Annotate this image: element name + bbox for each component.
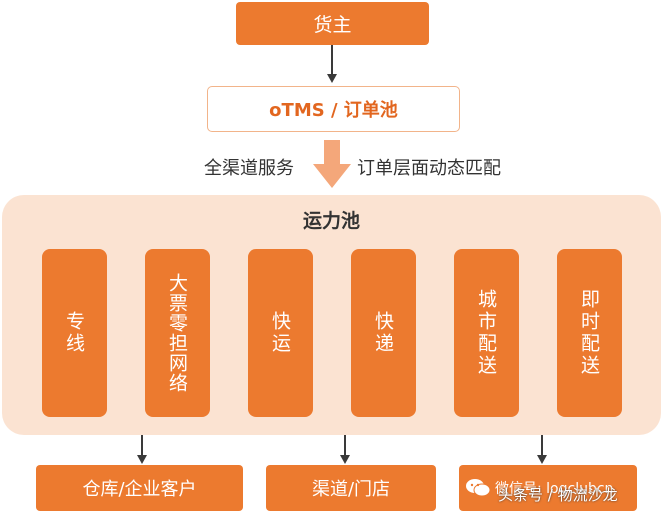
carrier-card: 城市配送	[454, 249, 519, 417]
arrow-head	[327, 74, 337, 83]
carrier-label: 城市配送	[475, 289, 497, 377]
carrier-card: 专线	[42, 249, 107, 417]
connector-line	[541, 435, 543, 456]
destination-box: 仓库/企业客户	[36, 465, 243, 511]
carrier-label: 大票零担网络	[166, 273, 188, 393]
watermark-text: 头条号 / 物流沙龙	[498, 486, 618, 504]
carrier-card: 快运	[248, 249, 313, 417]
carrier-card: 快递	[351, 249, 416, 417]
carrier-label: 即时配送	[578, 289, 600, 377]
wechat-icon	[466, 479, 491, 497]
otms-label: oTMS / 订单池	[269, 100, 398, 121]
shipper-box: 货主	[236, 2, 429, 45]
pool-title: 运力池	[302, 210, 360, 232]
destination-box: 渠道/门店	[266, 465, 436, 511]
destination-label: 渠道/门店	[311, 479, 391, 500]
carrier-card: 即时配送	[557, 249, 622, 417]
destination-box: 微信号: logclubcn	[459, 465, 637, 511]
carrier-label: 快递	[372, 311, 394, 355]
flow-right-label: 订单层面动态匹配	[357, 158, 501, 179]
flow-left-label: 全渠道服务	[204, 158, 294, 179]
carrier-label: 快运	[269, 311, 291, 355]
otms-box: oTMS / 订单池	[207, 86, 460, 132]
flow-down-arrow-icon	[313, 140, 351, 188]
connector-line	[344, 435, 346, 456]
arrow-head	[137, 455, 147, 464]
shipper-label: 货主	[313, 14, 352, 36]
carrier-card: 大票零担网络	[145, 249, 210, 417]
connector-line	[141, 435, 143, 456]
connector-line	[331, 45, 333, 75]
arrow-head	[537, 455, 547, 464]
capacity-pool	[2, 195, 661, 435]
destination-label: 仓库/企业客户	[82, 479, 197, 500]
destination-label: 微信号: logclubcn	[495, 481, 614, 497]
carrier-label: 专线	[63, 311, 85, 355]
arrow-head	[340, 455, 350, 464]
